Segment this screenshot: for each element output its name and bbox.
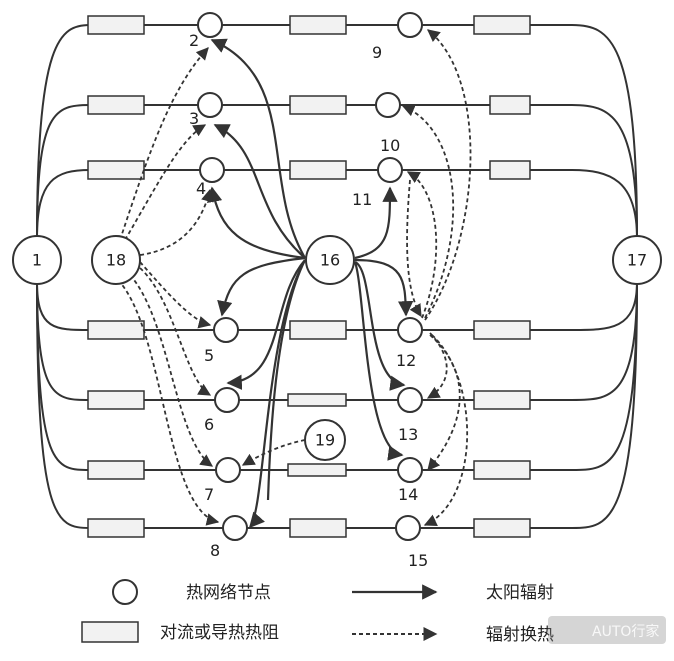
resistor <box>87 95 145 115</box>
resistor <box>289 160 347 180</box>
resistors <box>87 15 531 538</box>
node-9 <box>397 12 423 38</box>
label-7: 7 <box>204 485 214 504</box>
legend-solar-label: 太阳辐射 <box>486 583 554 603</box>
right-wires <box>571 24 638 529</box>
legend-node-label: 热网络节点 <box>186 583 271 603</box>
resistor <box>289 320 347 340</box>
resistor <box>473 518 531 538</box>
node-16-label: 16 <box>320 251 340 270</box>
resistor <box>289 95 347 115</box>
label-14: 14 <box>398 485 418 504</box>
label-13: 13 <box>398 425 418 444</box>
node-14 <box>397 457 423 483</box>
resistor <box>87 320 145 340</box>
resistor <box>489 95 531 115</box>
node-18 <box>91 235 141 285</box>
legend-resistor-label: 对流或导热热阻 <box>160 623 279 643</box>
node-17 <box>612 235 662 285</box>
resistor <box>87 518 145 538</box>
label-6: 6 <box>204 415 214 434</box>
small-node-labels: 2 3 4 5 6 7 8 9 10 11 12 13 14 15 <box>189 31 428 570</box>
legend-resistor-icon <box>81 621 139 643</box>
label-2: 2 <box>189 31 199 50</box>
node-13 <box>397 387 423 413</box>
node-10 <box>375 92 401 118</box>
node-8 <box>222 515 248 541</box>
small-nodes <box>197 12 423 541</box>
node-19 <box>304 419 346 461</box>
label-8: 8 <box>210 541 220 560</box>
solar-radiation-arrows <box>207 38 414 529</box>
resistor <box>87 390 145 410</box>
watermark: AUTO行家 <box>548 616 666 644</box>
resistor <box>289 518 347 538</box>
watermark-text: AUTO行家 <box>592 623 659 640</box>
label-10: 10 <box>380 136 400 155</box>
resistor <box>287 393 347 407</box>
node-16 <box>305 235 355 285</box>
label-9: 9 <box>372 43 382 62</box>
resistor <box>289 15 347 35</box>
resistor <box>489 160 531 180</box>
node-4 <box>199 157 225 183</box>
label-5: 5 <box>204 346 214 365</box>
node-5 <box>213 317 239 343</box>
node-6 <box>214 387 240 413</box>
node-18-label: 18 <box>106 251 126 270</box>
node-3 <box>197 92 223 118</box>
node-1-label: 1 <box>32 251 42 270</box>
node-11 <box>377 157 403 183</box>
radiation-arrow-19 <box>241 439 306 466</box>
label-4: 4 <box>196 179 206 198</box>
label-12: 12 <box>396 351 416 370</box>
resistor <box>87 160 145 180</box>
resistor <box>87 15 145 35</box>
legend-node-icon <box>112 579 138 605</box>
node-15 <box>395 515 421 541</box>
node-7 <box>215 457 241 483</box>
label-15: 15 <box>408 551 428 570</box>
resistor <box>473 15 531 35</box>
legend-radiation-label: 辐射换热 <box>486 625 554 645</box>
node-12 <box>397 317 423 343</box>
radiation-arrows-18 <box>117 47 220 526</box>
left-wires <box>36 24 91 529</box>
big-nodes: 1 16 17 18 19 <box>12 235 662 461</box>
resistor <box>287 463 347 477</box>
legend: 热网络节点 太阳辐射 对流或导热热阻 辐射换热 <box>81 579 554 645</box>
node-2 <box>197 12 223 38</box>
radiation-arrows-12 <box>401 29 472 527</box>
resistor <box>87 460 145 480</box>
node-17-label: 17 <box>627 251 647 270</box>
resistor <box>473 390 531 410</box>
node-19-label: 19 <box>315 431 335 450</box>
resistor <box>473 320 531 340</box>
label-3: 3 <box>189 109 199 128</box>
label-11: 11 <box>352 190 372 209</box>
node-1 <box>12 235 62 285</box>
resistor <box>473 460 531 480</box>
